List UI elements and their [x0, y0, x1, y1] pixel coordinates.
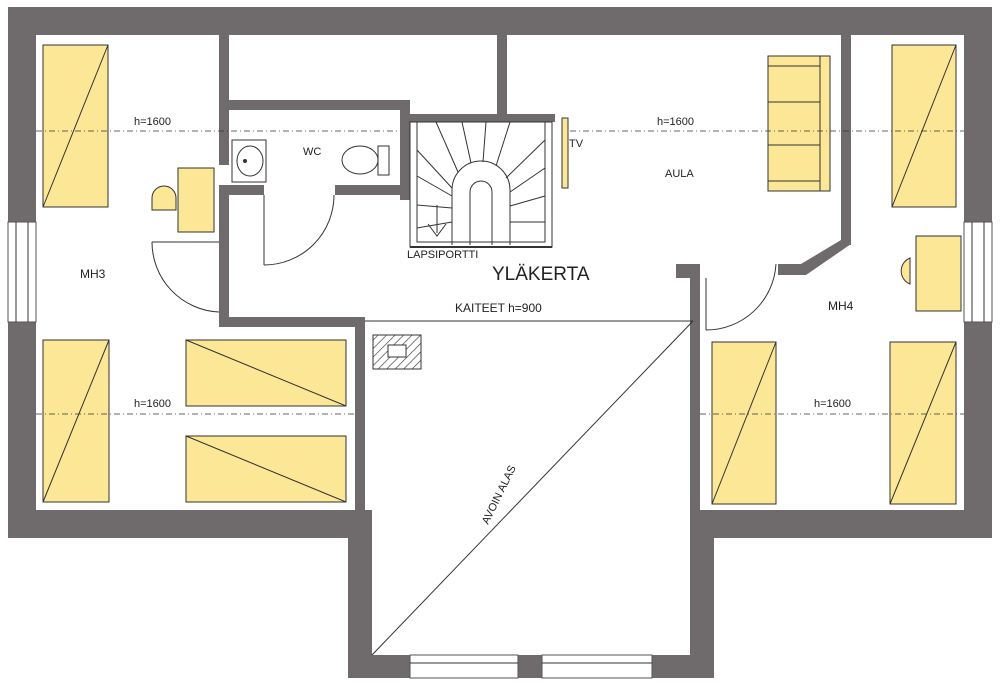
tv-label: TV	[569, 138, 584, 150]
room-label-mh4: MH4	[828, 299, 854, 313]
chair-mh4	[900, 257, 911, 285]
sink	[231, 139, 267, 183]
open-area	[365, 320, 694, 656]
open-below-label: AVOIN ALAS	[480, 464, 519, 527]
tv-unit	[561, 117, 569, 189]
door-mh3	[151, 241, 220, 313]
windows	[7, 221, 993, 679]
height-lines	[36, 130, 964, 415]
mh3-furniture	[42, 44, 347, 503]
door-mh4	[705, 263, 777, 331]
floor-title: YLÄKERTA	[492, 264, 590, 285]
desk-mh4	[915, 235, 962, 312]
height-label-top-left: h=1600	[134, 116, 171, 128]
height-label-top-right: h=1600	[657, 116, 694, 128]
room-label-mh3: MH3	[80, 267, 106, 281]
outer-walls	[8, 7, 992, 678]
child-gate-label: LAPSIPORTTI	[407, 249, 478, 261]
desk-mh3	[177, 167, 215, 233]
chair-mh3	[151, 185, 177, 211]
staircase	[409, 121, 553, 248]
toilet-bowl	[341, 145, 379, 175]
room-label-aula: AULA	[665, 168, 694, 180]
mh4-furniture	[705, 44, 962, 505]
wc-fixtures	[231, 139, 390, 266]
height-label-bottom-left: h=1600	[134, 398, 171, 410]
height-label-bottom-right: h=1600	[814, 398, 851, 410]
door-wc	[263, 194, 335, 266]
chimney-icon	[372, 334, 422, 370]
room-label-wc: WC	[303, 146, 321, 158]
railing-label: KAITEET h=900	[455, 301, 542, 315]
toilet-tank	[377, 145, 390, 176]
stair-arrow	[427, 205, 447, 237]
interior-walls	[219, 35, 851, 510]
aula-furniture	[561, 55, 831, 192]
